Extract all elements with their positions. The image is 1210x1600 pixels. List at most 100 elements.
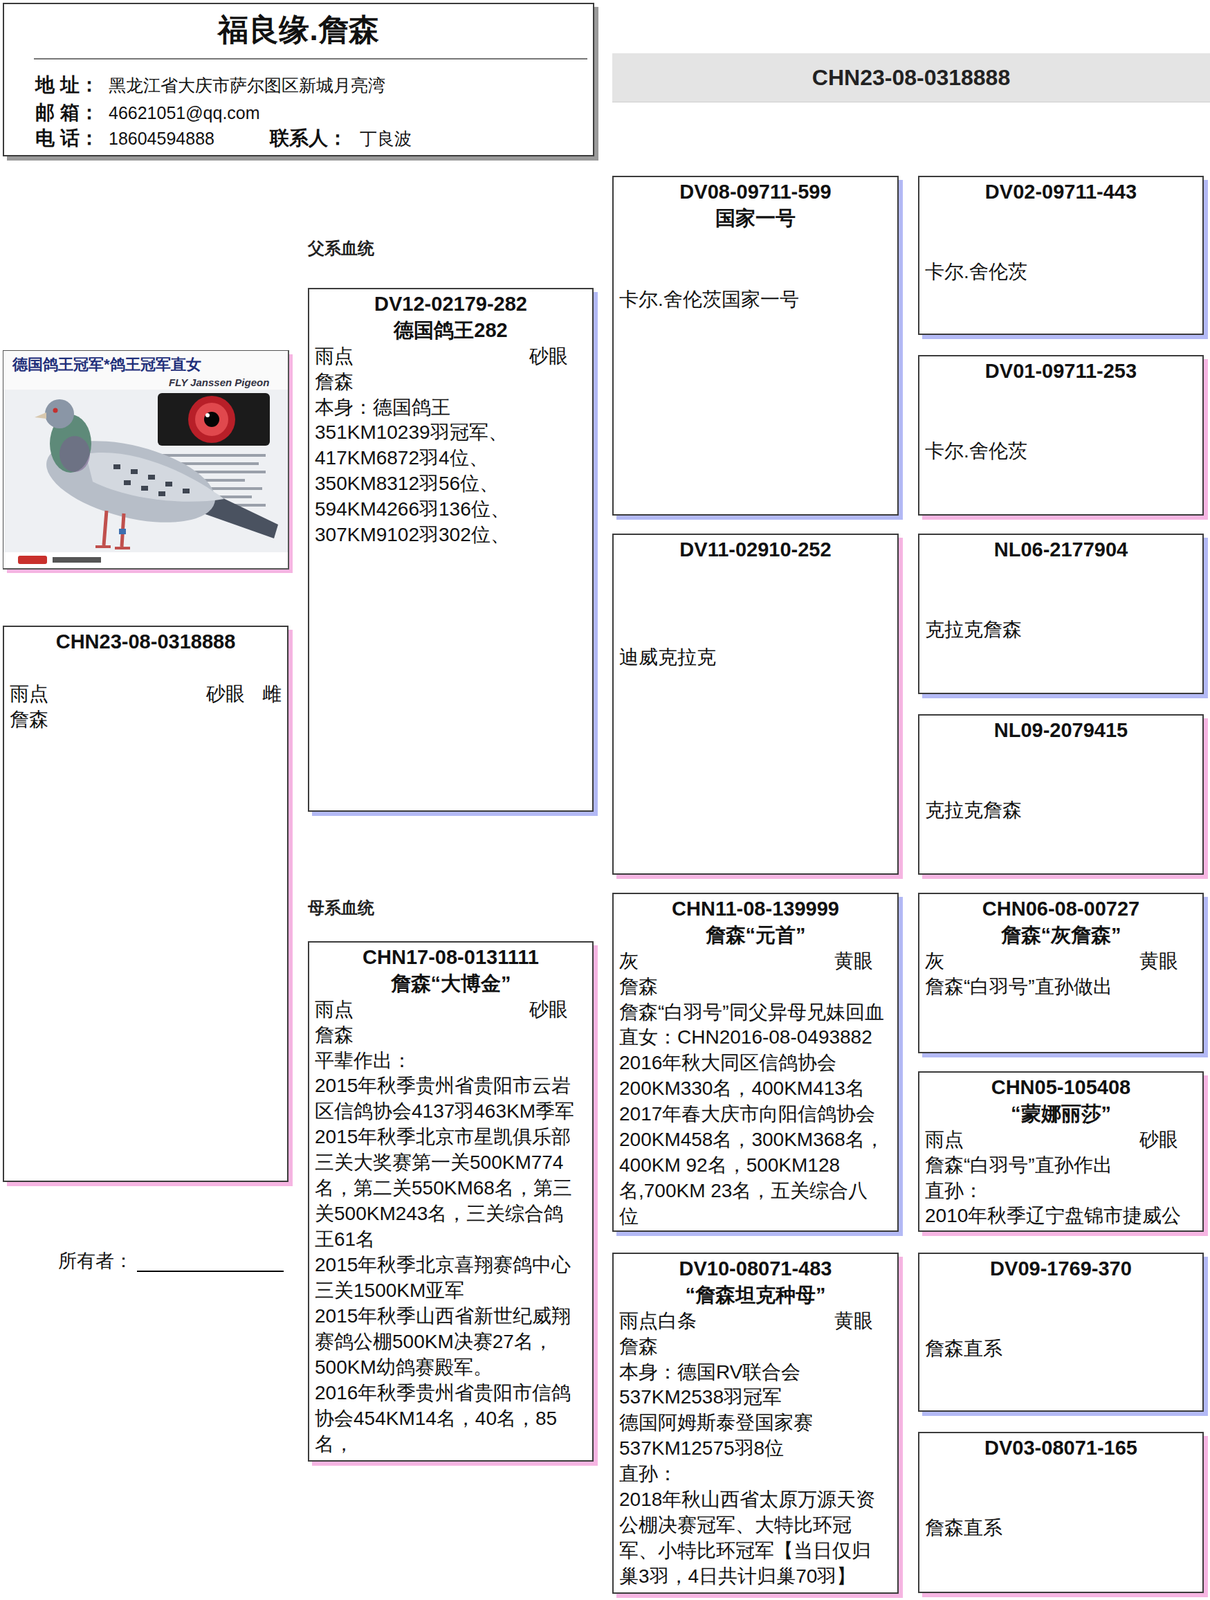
pedigree-text: 2016年秋大同区信鸽协会 [619, 1051, 837, 1074]
pedigree-text: 500KM幼鸽赛殿军。 [314, 1355, 493, 1378]
ring-number: DV08-09711-599 [679, 180, 831, 203]
title-row: NL09-2079415 [924, 716, 1197, 744]
pedigree-text: 卡尔.舍伦茨 [924, 440, 1028, 462]
pedigree-box: DV12-02179-282德国鸽王282雨点砂眼詹森本身：德国鸽王351KM1… [307, 287, 594, 812]
text-row: 詹森 [619, 974, 892, 1000]
field-label: 联系人： [269, 126, 348, 151]
title-row: DV01-09711-253 [924, 357, 1197, 384]
photo-footer-strip [3, 552, 288, 568]
pedigree-text: 2015年秋季山西省新世纪威翔 赛鸽公棚500KM决赛27名， [314, 1304, 571, 1352]
trait-text: 雨点 [924, 1126, 964, 1153]
trait-text: 砂眼 [1139, 1126, 1179, 1153]
pigeon-name: 詹森“大博金” [390, 972, 512, 995]
text-row: 594KM4266羽136位、 [314, 496, 587, 523]
trait-text: 黄眼 [834, 1308, 874, 1334]
text-row: 迪威克拉克 [619, 644, 892, 671]
text-row: 2015年秋季北京喜翔赛鸽中心 三关1500KM亚军 [314, 1252, 587, 1304]
field-label: 地 址： [35, 73, 99, 97]
title-row: CHN17-08-0131111 [314, 943, 587, 970]
pedigree-text: 2015年秋季北京喜翔赛鸽中心 三关1500KM亚军 [314, 1253, 571, 1301]
photo-brand: FLY Janssen Pigeon [168, 376, 270, 389]
text-row: 平辈作出： [314, 1048, 587, 1074]
pigeon-name: 国家一号 [715, 206, 796, 229]
pedigree-text: 594KM4266羽136位、 [314, 498, 510, 520]
pedigree-box: NL06-2177904克拉克詹森 [918, 533, 1204, 694]
trait-group: 砂眼雌 [206, 681, 282, 708]
pedigree-text: 詹森“白羽号”同父异母兄妹回血 [619, 1001, 885, 1023]
text-row: 雨点砂眼 [314, 996, 587, 1023]
ring-number: CHN06-08-00727 [982, 897, 1140, 920]
text-row: 2015年秋季贵州省贵阳市云岩 区信鸽协会4137羽463KM季军 [314, 1073, 587, 1125]
field-value: 46621051@qq.com [108, 101, 261, 125]
text-row: 2016年秋大同区信鸽协会 [619, 1050, 892, 1076]
pigeon-name: 詹森“元首” [705, 923, 806, 946]
pigeon-figure [34, 399, 279, 548]
text-row: 307KM9102羽302位、 [314, 522, 587, 548]
breeder-header-box: 福良缘.詹森地 址：黑龙江省大庆市萨尔图区新城月亮湾邮 箱：46621051@q… [2, 2, 595, 157]
pedigree-box: CHN17-08-0131111詹森“大博金”雨点砂眼詹森平辈作出：2015年秋… [307, 940, 594, 1462]
trait-text: 灰 [924, 948, 945, 975]
ring-number: NL09-2079415 [994, 718, 1128, 741]
section-label: 母系血统 [307, 897, 375, 919]
eye-panel [157, 392, 270, 446]
pedigree-text: 本身：德国鸽王 [314, 396, 451, 418]
pedigree-text: 克拉克詹森 [924, 618, 1022, 640]
pedigree-text: 克拉克詹森 [924, 799, 1022, 821]
pedigree-text: 307KM9102羽302位、 [314, 523, 510, 546]
text-row: 詹森 [619, 1333, 892, 1360]
title-row: CHN23-08-0318888 [9, 628, 282, 655]
text-row: 卡尔.舍伦茨 [924, 259, 1197, 286]
pedigree-text: 德国阿姆斯泰登国家赛 [619, 1411, 813, 1433]
text-row: 2015年秋季山西省新世纪威翔 赛鸽公棚500KM决赛27名， [314, 1303, 587, 1355]
pedigree-text: 詹森 [619, 1335, 658, 1357]
trait-text: 雨点 [9, 681, 49, 708]
pedigree-box: DV11-02910-252迪威克拉克 [612, 533, 899, 875]
title-row: CHN06-08-00727 [924, 895, 1197, 922]
pedigree-text: 直孙： [619, 1462, 678, 1484]
ring-banner: CHN23-08-0318888 [612, 53, 1210, 103]
pedigree-text: 直女：CHN2016-08-0493882 [619, 1025, 873, 1048]
trait-text: 雨点 [314, 343, 354, 370]
text-row: 2016年秋季贵州省贵阳市信鸽 协会454KM14名，40名，85 名， [314, 1380, 587, 1457]
text-row: 500KM幼鸽赛殿军。 [314, 1354, 587, 1381]
photo-headline: 德国鸽王冠军*鸽王冠军直女 [12, 355, 202, 374]
pedigree-text: 537KM12575羽8位 [619, 1436, 784, 1459]
trait-text: 砂眼 [529, 996, 568, 1023]
text-row: 詹森“白羽号”直孙作出 [924, 1152, 1197, 1179]
breeder-title: 福良缘.詹森 [4, 12, 593, 48]
title-row: DV12-02179-282 [314, 290, 587, 317]
pedigree-text: 350KM8312羽56位、 [314, 472, 499, 494]
pedigree-box: DV10-08071-483“詹森坦克种母”雨点白条黄眼詹森本身：德国RV联合会… [612, 1252, 899, 1594]
pedigree-text: 2018年秋山西省太原万源天资 公棚决赛冠军、大特比环冠 军、小特比环冠军【当日… [619, 1488, 876, 1587]
pedigree-text: 本身：德国RV联合会 [619, 1360, 801, 1383]
text-row: 417KM6872羽4位、 [314, 445, 587, 472]
title-row: 詹森“大博金” [314, 969, 587, 997]
ring-number: CHN05-105408 [991, 1075, 1132, 1098]
text-row: 詹森“白羽号”直孙做出 [924, 974, 1197, 1000]
title-row: 国家一号 [619, 204, 892, 232]
trait-text: 砂眼 [529, 343, 568, 370]
field-value: 丁良波 [359, 126, 412, 151]
ring-number: CHN11-08-139999 [671, 897, 840, 920]
pedigree-box: DV01-09711-253 卡尔.舍伦茨 [918, 354, 1204, 516]
pedigree-text: 2017年春大庆市向阳信鸽协会 [619, 1102, 876, 1125]
title-row: DV02-09711-443 [924, 178, 1197, 205]
text-row: 200KM330名，400KM413名 [619, 1075, 892, 1102]
pigeon-name: “詹森坦克种母” [685, 1283, 827, 1306]
text-row: 詹森直系 [924, 1335, 1197, 1362]
text-row: 詹森“白羽号”同父异母兄妹回血 [619, 999, 892, 1026]
pedigree-box: CHN06-08-00727詹森“灰詹森”灰黄眼詹森“白羽号”直孙做出 [918, 892, 1204, 1053]
field-label: 电 话： [35, 126, 99, 151]
pedigree-text: 詹森 [9, 708, 49, 730]
field-value: 18604594888 [108, 126, 215, 151]
owner-underline [136, 1270, 284, 1272]
text-row: 卡尔.舍伦茨 [924, 438, 1197, 465]
pigeon-name: 德国鸽王282 [393, 318, 508, 342]
section-label: 父系血统 [307, 238, 375, 259]
title-row: CHN05-105408 [924, 1073, 1197, 1100]
pedigree-text: 2010年秋季辽宁盘锦市捷威公 [924, 1204, 1181, 1226]
pedigree-text: 2016年秋季贵州省贵阳市信鸽 协会454KM14名，40名，85 名， [314, 1381, 571, 1455]
text-row: 直孙： [619, 1461, 892, 1487]
title-row: 詹森“灰詹森” [924, 921, 1197, 948]
